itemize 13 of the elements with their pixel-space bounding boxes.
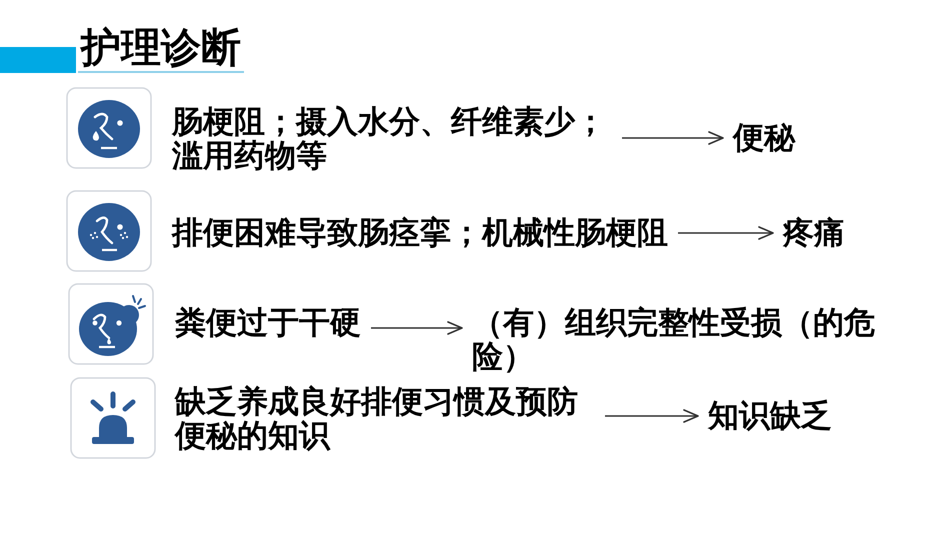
cause-text: 排便困难导致肠痉挛；机械性肠梗阻 xyxy=(172,216,668,250)
cause-text: 肠梗阻；摄入水分、纤维素少；滥用药物等 xyxy=(172,105,612,173)
arrow xyxy=(605,409,699,423)
diagnosis-text: 便秘 xyxy=(733,121,795,155)
diagnosis-text: 疼痛 xyxy=(783,216,845,250)
cause-text: 粪便过于干硬 xyxy=(175,306,361,340)
arrow xyxy=(678,226,774,240)
slide-title: 护理诊断 xyxy=(78,26,244,73)
arrow xyxy=(371,321,463,335)
arrow xyxy=(622,131,724,145)
cause-text: 缺乏养成良好排便习惯及预防便秘的知识 xyxy=(175,385,595,453)
diagnosis-text: 知识缺乏 xyxy=(708,399,832,433)
diagnosis-text: （有）组织完整性受损（的危险） xyxy=(472,306,882,374)
